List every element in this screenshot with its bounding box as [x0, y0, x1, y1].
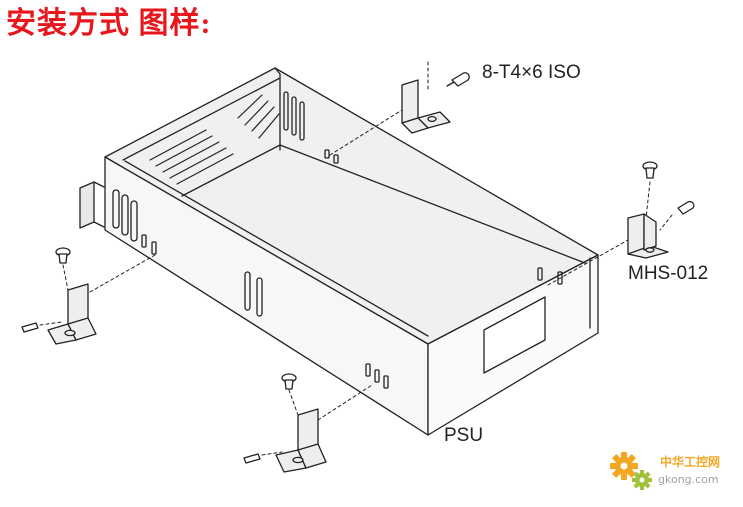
top-vents — [149, 94, 280, 185]
terminal-tab — [79, 181, 95, 229]
back-wall-slots — [283, 91, 339, 164]
watermark-url: gkong.com — [658, 473, 719, 486]
watermark-name: 中华工控网 — [660, 455, 721, 469]
bracket-icon — [47, 79, 669, 473]
bracket-model-label: MHS-012 — [628, 263, 709, 284]
screw-spec-label: 8-T4×6 ISO — [482, 62, 581, 83]
psu-label: PSU — [444, 425, 484, 446]
gear-icon — [610, 452, 652, 490]
watermark: 中华工控网 gkong.com — [604, 446, 740, 502]
psu-box — [79, 67, 599, 436]
page-title: 安装方式 图样: — [6, 7, 212, 40]
psu-end-window — [483, 296, 546, 374]
screw-icon — [21, 72, 695, 464]
front-face-slots — [112, 189, 389, 389]
